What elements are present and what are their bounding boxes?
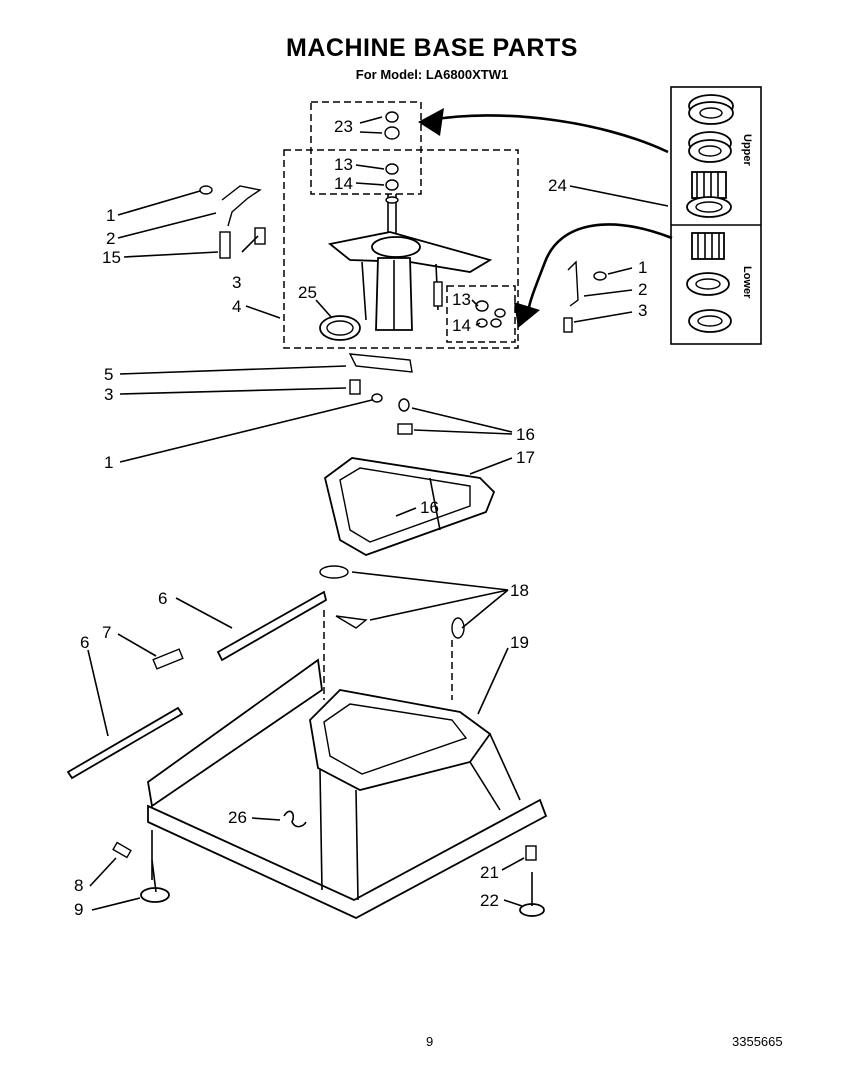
callout-4: 4 — [232, 297, 242, 316]
callout-14a: 14 — [334, 174, 353, 193]
lower-label: Lower — [741, 266, 753, 299]
callout-3b: 3 — [638, 301, 648, 320]
callout-2b: 2 — [638, 280, 648, 299]
callout-13b: 13 — [452, 290, 471, 309]
callout-3c: 3 — [104, 385, 114, 404]
callout-25: 25 — [298, 283, 317, 302]
upper-label: Upper — [741, 134, 753, 166]
page-number: 9 — [426, 1034, 434, 1049]
bearing-inset — [670, 86, 762, 345]
lower-arrow — [526, 223, 673, 313]
page-title: MACHINE BASE PARTS — [286, 34, 578, 62]
callout-24: 24 — [548, 176, 567, 195]
base-frame-19 — [147, 610, 548, 920]
callout-19: 19 — [510, 633, 529, 652]
callout-18: 18 — [510, 581, 529, 600]
callout-8: 8 — [74, 876, 84, 895]
callout-16b: 16 — [420, 498, 439, 517]
upper-arrow — [429, 114, 669, 154]
callout-23: 23 — [334, 117, 353, 136]
model-subtitle: For Model: LA6800XTW1 — [355, 67, 509, 82]
callout-21: 21 — [480, 863, 499, 882]
leader-lines — [87, 116, 669, 911]
callout-2a: 2 — [106, 229, 116, 248]
callout-9: 9 — [74, 900, 84, 919]
bracket-5 — [348, 353, 413, 373]
callout-3a: 3 — [232, 273, 242, 292]
callout-7: 7 — [102, 623, 112, 642]
upper-right-bracket — [563, 260, 607, 333]
callout-6a: 6 — [158, 589, 168, 608]
callout-13a: 13 — [334, 155, 353, 174]
callout-16a: 16 — [516, 425, 535, 444]
rail-6b — [66, 706, 184, 780]
transmission — [319, 111, 506, 341]
callout-5: 5 — [104, 365, 114, 384]
document-number: 3355665 — [732, 1034, 783, 1049]
callout-6b: 6 — [80, 633, 90, 652]
callout-14b: 14 — [452, 316, 471, 335]
callout-15: 15 — [102, 248, 121, 267]
callout-1c: 1 — [104, 453, 114, 472]
callout-17: 17 — [516, 448, 535, 467]
callout-1a: 1 — [106, 206, 116, 225]
callout-26: 26 — [228, 808, 247, 827]
callout-1b: 1 — [638, 258, 648, 277]
upper-left-bracket — [199, 185, 266, 259]
callout-22: 22 — [480, 891, 499, 910]
rail-6a — [216, 590, 328, 662]
